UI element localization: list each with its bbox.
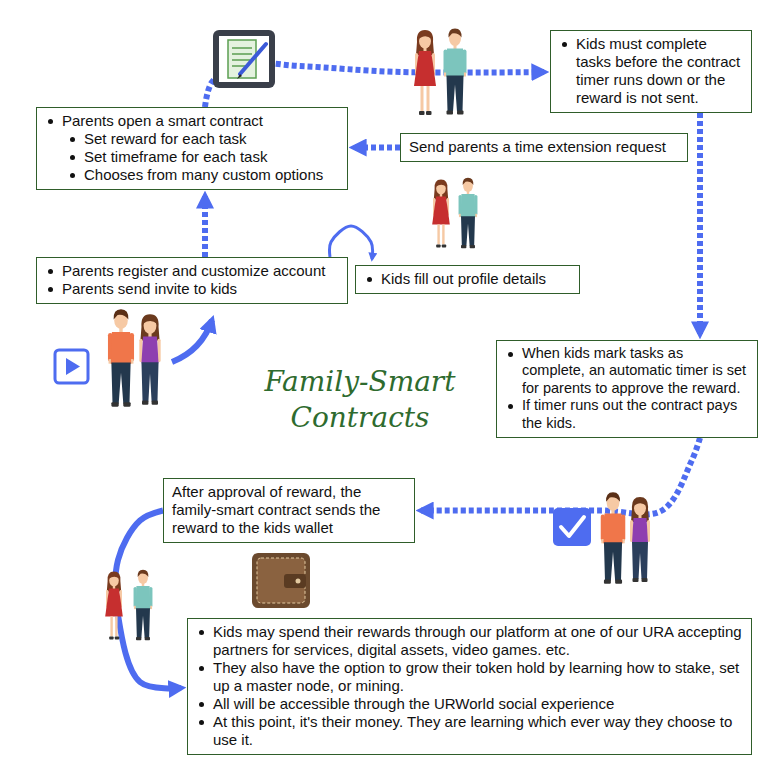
flow-arrow xyxy=(354,145,400,151)
box-text: Parents register and customize account xyxy=(62,262,325,280)
bullet-dot xyxy=(508,404,513,409)
bullet-dot xyxy=(508,352,513,357)
wallet-clasp xyxy=(284,574,306,588)
box-text: If timer runs out the contract pays the … xyxy=(522,397,749,432)
bullet-dot xyxy=(367,277,372,282)
man-figure xyxy=(459,178,478,249)
box-text: Set reward for each task xyxy=(84,130,247,148)
text-row: When kids mark tasks as complete, an aut… xyxy=(505,345,749,397)
text-row: At this point, it's their money. They ar… xyxy=(196,713,743,749)
registration-box: Parents register and customize accountPa… xyxy=(36,257,348,304)
text-row: Set reward for each task xyxy=(45,130,339,148)
play-frame xyxy=(55,350,88,383)
bullet-dot xyxy=(199,630,204,635)
bullet-dot xyxy=(70,137,75,142)
tablet-screen xyxy=(219,36,269,82)
play-icon xyxy=(55,350,88,383)
text-row: After approval of reward, the family-sma… xyxy=(172,483,406,537)
text-row: They also have the option to grow their … xyxy=(196,659,743,695)
bullet-dot xyxy=(70,155,75,160)
wallet-body xyxy=(252,553,310,608)
text-row: Chooses from many custom options xyxy=(45,166,339,184)
bullet-dot xyxy=(48,119,53,124)
woman-figure xyxy=(630,497,650,582)
text-row: All will be accessible through the URWor… xyxy=(196,695,743,713)
spending-box: Kids may spend their rewards through our… xyxy=(187,618,752,755)
wallet-stitch xyxy=(257,558,305,603)
flow-arrow xyxy=(202,196,208,257)
wallet-button xyxy=(296,579,301,584)
approval-timer-box: When kids mark tasks as complete, an aut… xyxy=(496,340,758,438)
woman-figure xyxy=(414,30,436,115)
task-rule-box: Kids must complete tasks before the cont… xyxy=(550,30,752,113)
text-row: Kids must complete tasks before the cont… xyxy=(559,35,743,107)
woman-figure xyxy=(105,572,123,640)
bullet-dot xyxy=(199,666,204,671)
box-text: Send parents a time extension request xyxy=(409,138,666,156)
pen-tip xyxy=(237,74,242,79)
bullet-dot xyxy=(199,720,204,725)
box-text: Kids may spend their rewards through our… xyxy=(213,623,743,659)
box-text: Parents open a smart contract xyxy=(62,112,263,130)
box-text: Kids fill out profile details xyxy=(381,270,546,288)
bullet-dot xyxy=(562,42,567,47)
bullet-dot xyxy=(48,287,53,292)
box-text: Parents send invite to kids xyxy=(62,280,237,298)
bullet-dot xyxy=(48,269,53,274)
text-row: If timer runs out the contract pays the … xyxy=(505,397,749,432)
tablet-body xyxy=(213,30,275,88)
flow-arrow xyxy=(172,320,212,362)
box-text: Set timeframe for each task xyxy=(84,148,267,166)
text-row: Kids fill out profile details xyxy=(364,270,571,288)
box-text: When kids mark tasks as complete, an aut… xyxy=(522,345,749,397)
box-text: Kids must complete tasks before the cont… xyxy=(576,35,743,107)
text-row: Parents open a smart contract xyxy=(45,112,339,130)
checkmark-icon xyxy=(553,508,591,546)
box-text: They also have the option to grow their … xyxy=(213,659,743,695)
flow-arrow xyxy=(330,226,373,259)
text-row: Kids may spend their rewards through our… xyxy=(196,623,743,659)
reward-sent-box: After approval of reward, the family-sma… xyxy=(163,478,415,543)
check-box xyxy=(553,508,591,546)
man-figure xyxy=(134,570,153,641)
extension-request-box: Send parents a time extension request xyxy=(400,133,688,162)
text-row: Parents register and customize account xyxy=(45,262,339,280)
man-figure xyxy=(444,29,467,115)
box-text: At this point, it's their money. They ar… xyxy=(213,713,743,749)
contract-setup-box: Parents open a smart contractSet reward … xyxy=(36,107,348,190)
play-triangle xyxy=(66,358,80,375)
profile-box: Kids fill out profile details xyxy=(355,265,580,294)
man-figure xyxy=(108,309,134,406)
woman-figure xyxy=(139,314,160,405)
bullet-dot xyxy=(70,173,75,178)
tablet-icon xyxy=(213,30,275,88)
flow-arrow xyxy=(697,113,703,334)
check-mark xyxy=(561,517,584,536)
man-figure xyxy=(601,492,626,584)
pen xyxy=(240,44,266,74)
text-row: Send parents a time extension request xyxy=(409,138,679,156)
woman-figure xyxy=(432,180,450,248)
text-row: Set timeframe for each task xyxy=(45,148,339,166)
box-text: After approval of reward, the family-sma… xyxy=(172,483,406,537)
box-text: All will be accessible through the URWor… xyxy=(213,695,614,713)
box-text: Chooses from many custom options xyxy=(84,166,323,184)
diagram-title: Family-Smart Contracts xyxy=(245,364,475,437)
wallet-icon xyxy=(252,553,310,608)
flow-arrow xyxy=(421,438,700,514)
text-row: Parents send invite to kids xyxy=(45,280,339,298)
bullet-dot xyxy=(199,702,204,707)
